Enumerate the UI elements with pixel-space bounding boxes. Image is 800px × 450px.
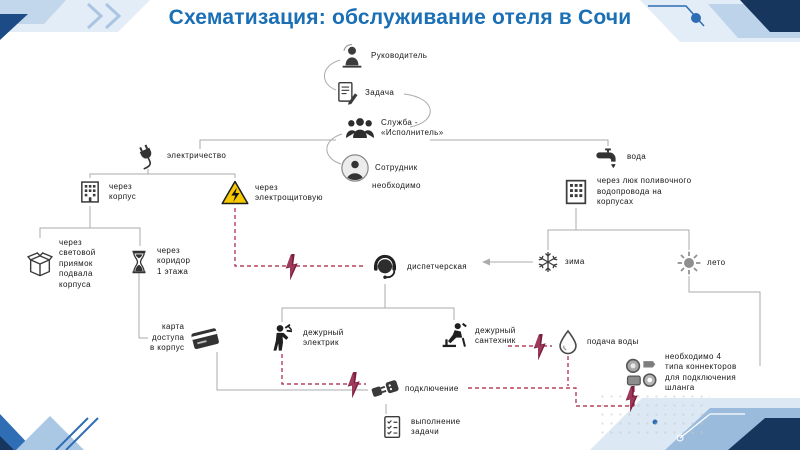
node-summer-label: лето xyxy=(707,257,726,267)
node-employee-label: Сотрудник xyxy=(375,162,418,172)
node-manager-label: Руководитель xyxy=(371,50,428,60)
water-drop-icon xyxy=(554,328,582,356)
lightning-icon xyxy=(282,253,302,285)
team-icon xyxy=(344,112,376,144)
keycard-icon xyxy=(189,322,221,354)
node-access-card-label: карта доступа в корпус xyxy=(150,322,185,353)
arrowhead xyxy=(482,258,490,266)
checklist-icon xyxy=(380,414,406,440)
node-via-panel-label: через электрощитовую xyxy=(255,182,323,202)
node-dispatcher: диспетчерская xyxy=(368,250,467,284)
node-via-building-label: через корпус xyxy=(109,181,137,201)
lightning-icon xyxy=(622,385,642,417)
node-employee: Сотрудник xyxy=(340,153,417,183)
sun-icon xyxy=(676,250,702,276)
node-water-supply: подача воды xyxy=(554,328,639,356)
node-connection-label: подключение xyxy=(405,383,459,393)
node-via-hatch-label: через люк поливочного водопровода на кор… xyxy=(597,176,692,207)
faucet-icon xyxy=(594,143,622,171)
node-task-done-label: выполнение задачи xyxy=(411,416,461,436)
node-connectors-label: необходимо 4 типа коннекторов для подклю… xyxy=(665,352,737,393)
node-manager: Руководитель xyxy=(338,42,427,70)
node-connection: подключение xyxy=(370,374,459,404)
node-electricity: электричество xyxy=(134,142,226,170)
node-plumber-label: дежурный сантехник xyxy=(475,325,516,345)
node-via-building: через корпус xyxy=(76,178,136,206)
lightning-icon xyxy=(530,333,550,365)
node-winter-label: зима xyxy=(565,256,585,266)
warning-triangle-icon xyxy=(220,178,250,208)
lightning-icon xyxy=(344,371,364,403)
node-water-supply-label: подача воды xyxy=(587,336,639,346)
node-plumber: дежурный сантехник xyxy=(438,320,516,352)
node-via-corridor: через коридор 1 этажа xyxy=(126,246,190,277)
node-task-done: выполнение задачи xyxy=(380,414,460,440)
node-access-card: карта доступа в корпус xyxy=(150,322,221,354)
building-icon xyxy=(76,178,104,206)
node-service-label: Служба - «Исполнитель» xyxy=(381,117,444,137)
node-via-pit: через световой приямок подвала корпуса xyxy=(26,238,96,290)
corner-decoration-top-left xyxy=(0,0,150,40)
node-water: вода xyxy=(594,143,646,171)
headset-operator-icon xyxy=(368,250,402,284)
node-summer: лето xyxy=(676,250,725,276)
node-electricity-label: электричество xyxy=(167,150,227,160)
connection-plug-icon xyxy=(370,374,400,404)
corner-decoration-bottom-left xyxy=(0,414,99,450)
dot-grid-decoration xyxy=(598,392,710,440)
electrician-icon xyxy=(266,322,298,354)
page-title: Схематизация: обслуживание отеля в Сочи xyxy=(168,6,632,29)
node-winter: зима xyxy=(536,250,585,274)
node-via-hatch: через люк поливочного водопровода на кор… xyxy=(560,176,691,208)
node-via-pit-label: через световой приямок подвала корпуса xyxy=(59,238,96,289)
node-via-panel: через электрощитовую xyxy=(220,178,323,208)
necessary-label: необходимо xyxy=(372,181,421,190)
corner-decoration-top-right xyxy=(640,0,800,42)
manager-bust-icon xyxy=(338,42,366,70)
node-service: Служба - «Исполнитель» xyxy=(344,112,444,144)
node-electrician-label: дежурный электрик xyxy=(303,327,344,347)
plug-cord-icon xyxy=(134,142,162,170)
node-task: Задача xyxy=(334,80,394,106)
node-water-label: вода xyxy=(627,151,647,161)
node-electrician: дежурный электрик xyxy=(266,322,344,354)
crate-icon xyxy=(26,250,54,278)
employee-icon xyxy=(340,153,370,183)
plumber-icon xyxy=(438,320,470,352)
node-task-label: Задача xyxy=(365,87,395,97)
node-via-corridor-label: через коридор 1 этажа xyxy=(157,246,191,276)
building-hatch-icon xyxy=(560,176,592,208)
hose-connectors-icon xyxy=(622,354,660,392)
node-dispatcher-label: диспетчерская xyxy=(407,261,468,271)
task-document-icon xyxy=(334,80,360,106)
hourglass-icon xyxy=(126,249,152,275)
snowflake-icon xyxy=(536,250,560,274)
